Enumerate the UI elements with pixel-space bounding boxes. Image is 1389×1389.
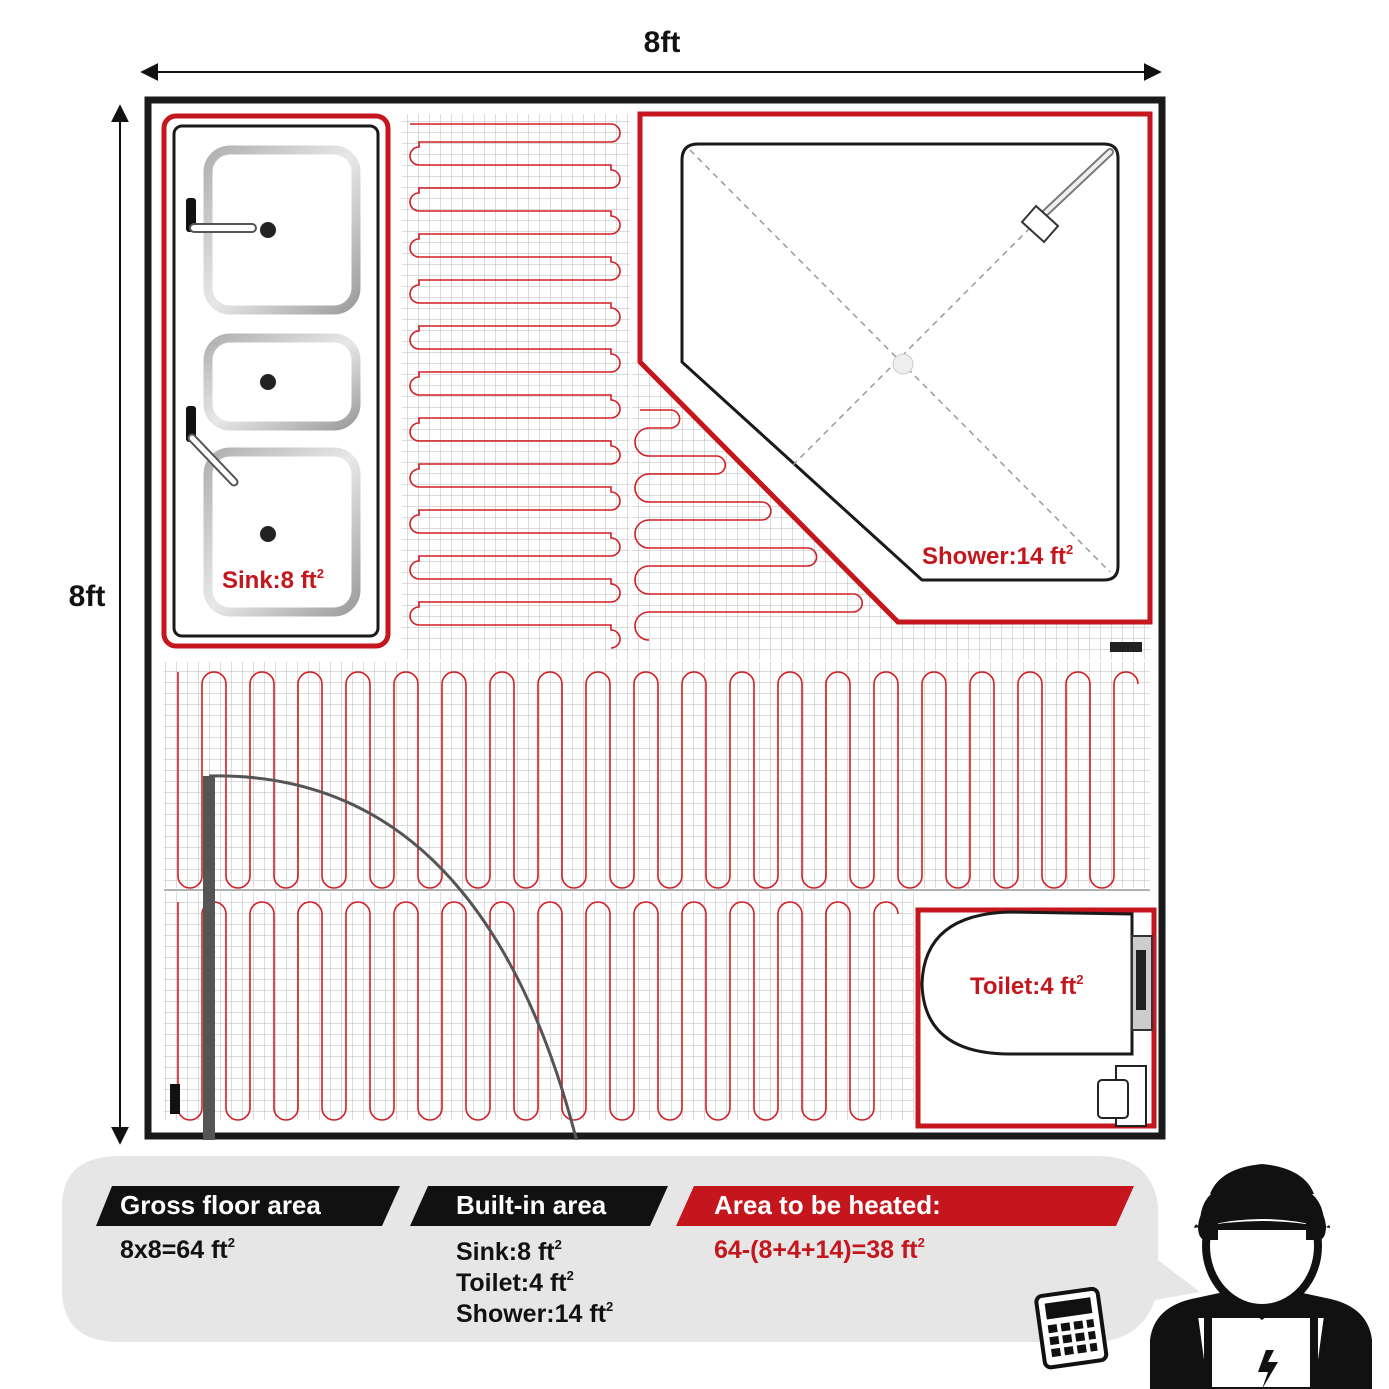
sink-vanity: Sink:8 ft2 xyxy=(161,113,391,649)
gross-area-block: Gross floor area 8x8=64 ft2 xyxy=(96,1186,400,1264)
toilet-area: Toilet:4 ft2 xyxy=(915,907,1157,1129)
heated-area-value: 64-(8+4+14)=38 ft2 xyxy=(714,1235,925,1264)
heating-mat-grid xyxy=(164,114,1150,1120)
builtin-area-block: Built-in area Sink:8 ft2 Toilet:4 ft2 Sh… xyxy=(410,1186,668,1328)
gross-area-value: 8x8=64 ft2 xyxy=(120,1235,235,1264)
heated-area-heading: Area to be heated: xyxy=(714,1190,941,1220)
toilet-icon xyxy=(920,910,1153,1127)
sink-label: Sink:8 ft2 xyxy=(222,566,324,594)
shower-head-icon xyxy=(1020,148,1114,244)
toilet-label: Toilet:4 ft2 xyxy=(970,972,1083,1000)
sink-basin-icon xyxy=(203,333,361,431)
faucet-icon xyxy=(186,406,239,487)
shower-area: Shower:14 ft2 xyxy=(637,111,1153,652)
electrician-icon xyxy=(1150,1164,1372,1389)
gross-area-heading: Gross floor area xyxy=(120,1190,321,1220)
builtin-line-shower: Shower:14 ft2 xyxy=(456,1299,613,1328)
calculator-icon xyxy=(1034,1286,1109,1370)
heating-cable xyxy=(177,123,1139,1121)
builtin-area-heading: Built-in area xyxy=(456,1190,607,1220)
width-dimension: 8ft xyxy=(140,26,1162,81)
height-label: 8ft xyxy=(69,580,106,613)
heated-area-block: Area to be heated: 64-(8+4+14)=38 ft2 xyxy=(676,1186,1134,1264)
shower-label: Shower:14 ft2 xyxy=(922,542,1073,570)
height-dimension: 8ft xyxy=(69,104,129,1145)
sink-basin-icon xyxy=(203,447,361,617)
builtin-line-toilet: Toilet:4 ft2 xyxy=(456,1268,574,1297)
door-swing-icon xyxy=(170,774,578,1140)
faucet-icon xyxy=(186,198,257,233)
info-panel: Gross floor area 8x8=64 ft2 Built-in are… xyxy=(62,1156,1200,1342)
width-label: 8ft xyxy=(644,26,681,59)
builtin-line-sink: Sink:8 ft2 xyxy=(456,1237,562,1266)
